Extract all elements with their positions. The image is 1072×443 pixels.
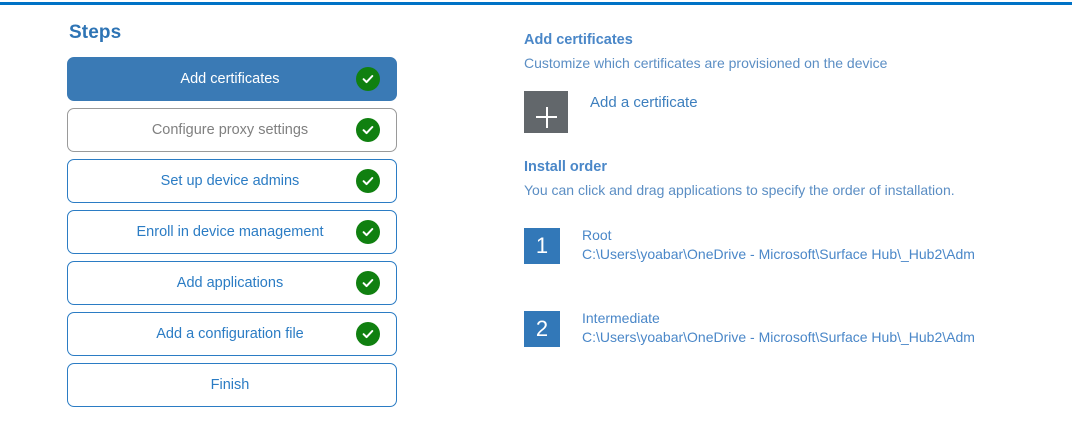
step-item-set-up-device-admins[interactable]: Set up device admins: [67, 159, 397, 203]
step-item-add-a-configuration-file[interactable]: Add a configuration file: [67, 312, 397, 356]
order-item-name: Intermediate: [582, 310, 660, 326]
list-item[interactable]: 1 Root C:\Users\yoabar\OneDrive - Micros…: [524, 226, 1024, 264]
install-order-section: Install order You can click and drag app…: [524, 158, 1044, 347]
order-item-text: Root C:\Users\yoabar\OneDrive - Microsof…: [582, 226, 1010, 264]
step-label: Set up device admins: [160, 172, 300, 189]
order-number-badge: 1: [524, 228, 560, 264]
top-accent-rule: [0, 2, 1072, 5]
step-item-finish[interactable]: Finish: [67, 363, 397, 407]
steps-panel: Steps Add certificates Configure proxy s…: [67, 22, 397, 414]
step-label: Add certificates: [180, 70, 280, 87]
check-circle-icon: [356, 322, 380, 346]
step-label: Enroll in device management: [136, 223, 324, 240]
order-item-name: Root: [582, 227, 612, 243]
plus-icon: [524, 91, 568, 133]
check-circle-icon: [356, 271, 380, 295]
steps-heading: Steps: [69, 22, 122, 43]
detail-panel: Add certificates Customize which certifi…: [524, 31, 1044, 394]
order-item-text: Intermediate C:\Users\yoabar\OneDrive - …: [582, 309, 1010, 347]
install-order-title: Install order: [524, 159, 607, 175]
check-circle-icon: [356, 118, 380, 142]
detail-subtitle: Customize which certificates are provisi…: [524, 55, 888, 71]
plus-icon-vertical-bar: [545, 106, 548, 128]
wizard-page: Steps Add certificates Configure proxy s…: [0, 5, 1072, 443]
list-item[interactable]: 2 Intermediate C:\Users\yoabar\OneDrive …: [524, 309, 1024, 347]
step-item-add-certificates[interactable]: Add certificates: [67, 57, 397, 101]
detail-title: Add certificates: [524, 32, 633, 48]
step-label: Finish: [210, 376, 250, 393]
step-label: Add a configuration file: [156, 325, 304, 342]
install-order-subtitle: You can click and drag applications to s…: [524, 182, 955, 198]
step-item-enroll-in-device-management[interactable]: Enroll in device management: [67, 210, 397, 254]
install-order-list: 1 Root C:\Users\yoabar\OneDrive - Micros…: [524, 226, 1044, 347]
step-label: Configure proxy settings: [151, 121, 309, 138]
check-circle-icon: [356, 169, 380, 193]
step-item-add-applications[interactable]: Add applications: [67, 261, 397, 305]
step-item-configure-proxy-settings[interactable]: Configure proxy settings: [67, 108, 397, 152]
check-circle-icon: [356, 67, 380, 91]
check-circle-icon: [356, 220, 380, 244]
order-item-path: C:\Users\yoabar\OneDrive - Microsoft\Sur…: [582, 246, 975, 262]
add-a-certificate-button[interactable]: Add a certificate: [524, 91, 754, 133]
add-a-certificate-label: Add a certificate: [590, 94, 698, 111]
order-item-path: C:\Users\yoabar\OneDrive - Microsoft\Sur…: [582, 329, 975, 345]
step-label: Add applications: [176, 274, 284, 291]
order-number-badge: 2: [524, 311, 560, 347]
